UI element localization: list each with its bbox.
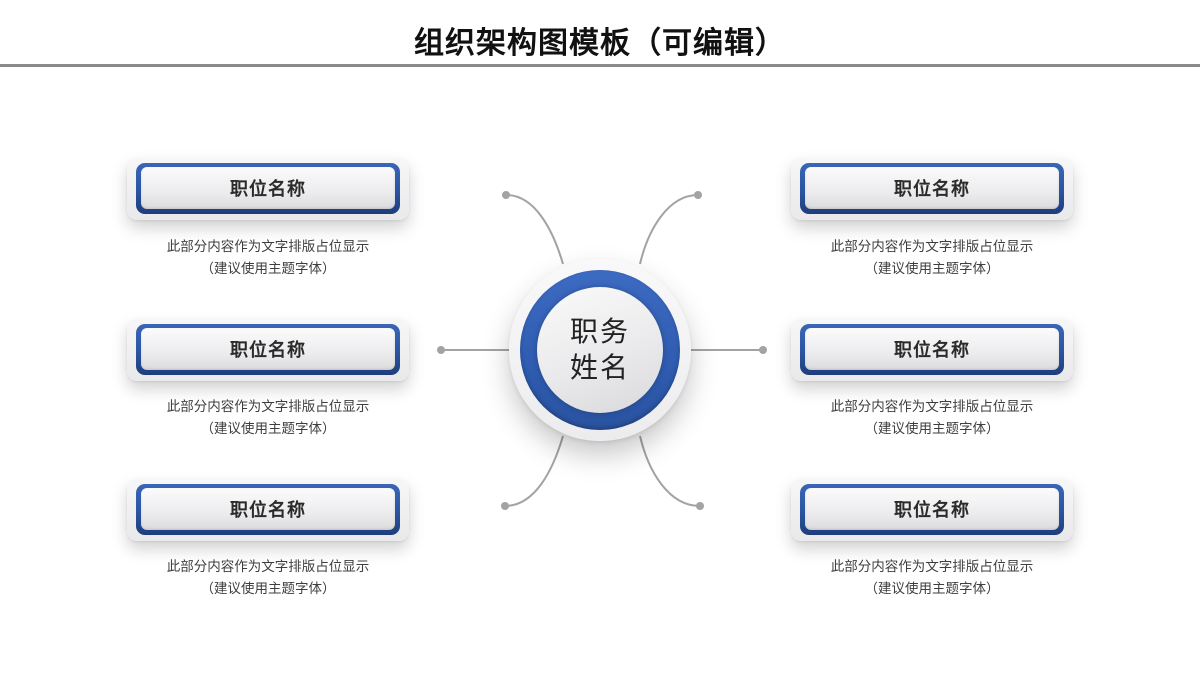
page-title: 组织架构图模板（可编辑） <box>414 26 786 61</box>
connector-dot-icon <box>696 502 704 510</box>
center-hub-name: 姓名 <box>569 351 630 384</box>
center-hub[interactable]: 职务 姓名 <box>509 259 691 441</box>
position-description: 此部分内容作为文字排版占位显示 （建议使用主题字体） <box>166 399 370 437</box>
position-node-left-bottom[interactable]: 职位名称 <box>127 479 409 541</box>
position-description: 此部分内容作为文字排版占位显示 （建议使用主题字体） <box>166 239 370 277</box>
connector-dot-icon <box>437 346 445 354</box>
position-node-right-middle[interactable]: 职位名称 <box>791 319 1073 381</box>
position-node-left-top[interactable]: 职位名称 <box>127 158 409 220</box>
connector-dot-icon <box>759 346 767 354</box>
position-node-left-middle[interactable]: 职位名称 <box>127 319 409 381</box>
position-description: 此部分内容作为文字排版占位显示 （建议使用主题字体） <box>830 239 1034 277</box>
connector-dot-icon <box>501 502 509 510</box>
position-label: 职位名称 <box>894 179 970 200</box>
position-label: 职位名称 <box>894 500 970 521</box>
connector-bottom-right <box>639 435 701 507</box>
position-description: 此部分内容作为文字排版占位显示 （建议使用主题字体） <box>166 559 370 597</box>
position-description: 此部分内容作为文字排版占位显示 （建议使用主题字体） <box>830 559 1034 597</box>
connector-dot-icon <box>502 191 510 199</box>
connector-top-left <box>505 194 564 265</box>
position-node-right-bottom[interactable]: 职位名称 <box>791 479 1073 541</box>
position-node-right-top[interactable]: 职位名称 <box>791 158 1073 220</box>
connector-bottom-left <box>504 435 564 507</box>
position-description: 此部分内容作为文字排版占位显示 （建议使用主题字体） <box>830 399 1034 437</box>
center-hub-title: 职务 <box>569 315 630 348</box>
title-divider <box>0 64 1200 67</box>
position-label: 职位名称 <box>230 500 306 521</box>
position-label: 职位名称 <box>230 340 306 361</box>
center-hub-ring: 职务 姓名 <box>520 270 680 430</box>
connector-dot-icon <box>694 191 702 199</box>
position-label: 职位名称 <box>894 340 970 361</box>
connector-top-right <box>639 194 699 265</box>
center-hub-inner: 职务 姓名 <box>537 287 663 413</box>
position-label: 职位名称 <box>230 179 306 200</box>
